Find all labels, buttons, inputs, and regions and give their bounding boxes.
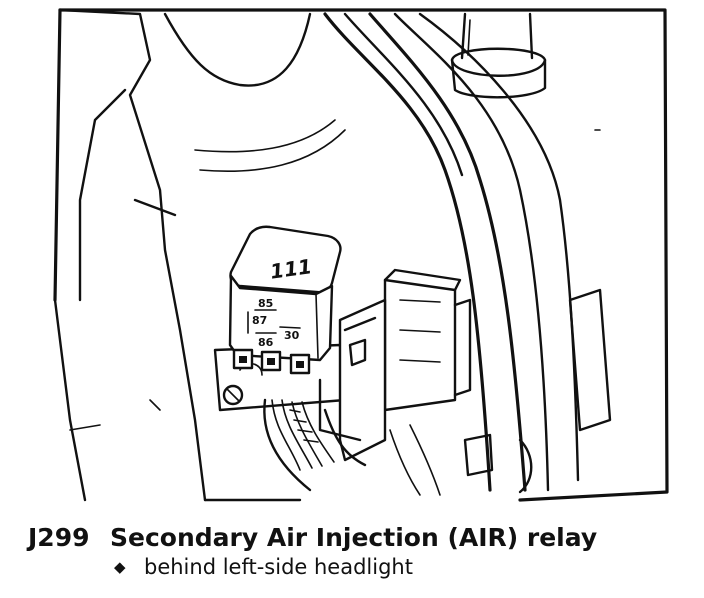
relay-location-illustration: 111 85 87 30 86 — [53, 8, 669, 502]
frame-border — [53, 8, 669, 502]
upper-hose — [163, 12, 346, 173]
caption-title-row: J299 Secondary Air Injection (AIR) relay — [28, 522, 688, 554]
caption-location-row: ◆ behind left-side headlight — [114, 554, 688, 582]
lower-details — [149, 399, 441, 496]
component-code: J299 — [28, 523, 90, 552]
relay-j299: 111 85 87 30 86 — [228, 225, 342, 375]
diamond-bullet-icon: ◆ — [114, 558, 126, 576]
wiring-harness — [263, 398, 367, 492]
terminal-85-label: 85 — [258, 297, 273, 310]
figure-caption: J299 Secondary Air Injection (AIR) relay… — [28, 522, 688, 582]
component-title: Secondary Air Injection (AIR) relay — [110, 523, 598, 552]
terminal-86-label: 86 — [258, 336, 274, 349]
right-side-components — [463, 129, 612, 494]
support-beam — [323, 12, 580, 492]
filler-pipe — [450, 12, 547, 99]
connector-block — [383, 268, 472, 412]
left-fender-panel — [53, 8, 302, 502]
relay-bracket — [213, 298, 387, 462]
relay-top-label: 111 — [269, 254, 314, 284]
component-location: behind left-side headlight — [144, 555, 413, 579]
terminal-30-label: 30 — [284, 329, 300, 342]
terminal-87-label: 87 — [252, 314, 267, 327]
